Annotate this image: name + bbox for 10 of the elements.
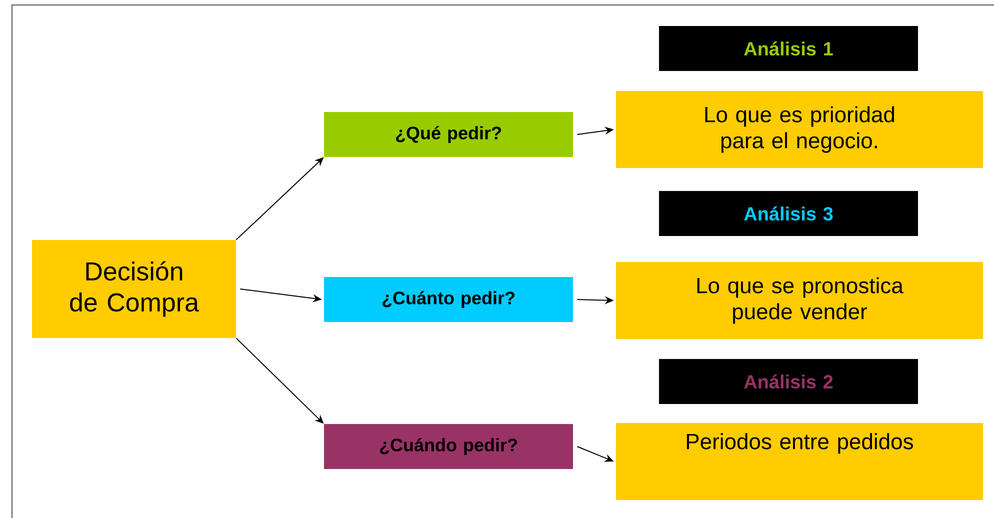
analysis-header: Análisis 3 bbox=[659, 190, 918, 236]
question-box: ¿Cuándo pedir? bbox=[324, 424, 573, 469]
answer-box: Lo que se pronostica puede vender bbox=[616, 262, 983, 339]
question-box: ¿Qué pedir? bbox=[324, 112, 573, 157]
answer-box: Periodos entre pedidos bbox=[616, 422, 983, 500]
analysis-header: Análisis 1 bbox=[659, 26, 918, 71]
answer-box: Lo que es prioridad para el negocio. bbox=[616, 90, 983, 168]
question-box: ¿Cuánto pedir? bbox=[324, 276, 573, 322]
analysis-header: Análisis 2 bbox=[659, 358, 918, 404]
decision-box: Decisión de Compra bbox=[32, 240, 236, 338]
